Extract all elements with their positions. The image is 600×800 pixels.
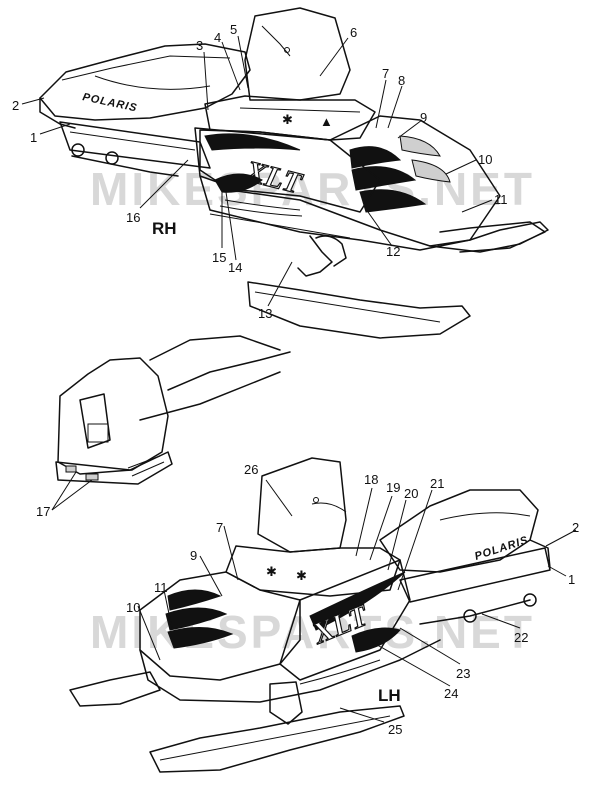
callout-6: 6	[350, 25, 357, 40]
svg-text:✱: ✱	[282, 112, 293, 127]
callout-16: 16	[126, 210, 140, 225]
callout-15: 15	[212, 250, 226, 265]
callout-7-top: 7	[382, 66, 389, 81]
callout-22: 22	[514, 630, 528, 645]
callout-10-top: 10	[478, 152, 492, 167]
callout-2-top: 2	[12, 98, 19, 113]
svg-text:✱: ✱	[266, 564, 277, 579]
callout-3: 3	[196, 38, 203, 53]
callout-11-bottom: 11	[154, 580, 168, 595]
rh-label: RH	[152, 219, 177, 238]
callout-24: 24	[444, 686, 458, 701]
callout-9-top: 9	[420, 110, 427, 125]
callout-25: 25	[388, 722, 402, 737]
callout-9-bottom: 9	[190, 548, 197, 563]
watermark-bottom: MIKESPARTS.NET	[90, 606, 535, 658]
callout-numbers: 1 2 3 4 5 6 7 8 9 10 11 12 13 14 15 16 1…	[12, 22, 579, 737]
seat-rear-detail-view	[55, 335, 291, 485]
callout-18: 18	[364, 472, 378, 487]
callout-19: 19	[386, 480, 400, 495]
callout-5: 5	[230, 22, 237, 37]
callout-23: 23	[456, 666, 470, 681]
watermark-top: MIKESPARTS.NET	[90, 163, 535, 215]
callout-20: 20	[404, 486, 418, 501]
polaris-logo-rear-right: POLARIS	[81, 91, 138, 114]
callout-21: 21	[430, 476, 444, 491]
leader-lines	[21, 35, 577, 723]
callout-14: 14	[228, 260, 242, 275]
lh-label: LH	[378, 686, 401, 705]
callout-2-bottom: 2	[572, 520, 579, 535]
callout-4: 4	[214, 30, 221, 45]
callout-8: 8	[398, 73, 405, 88]
callout-17: 17	[36, 504, 50, 519]
callout-7-bottom: 7	[216, 520, 223, 535]
callout-1-bottom: 1	[568, 572, 575, 587]
sled-right-side-view: POLARIS ✱ ▲ XLT	[39, 7, 549, 339]
callout-1-top: 1	[30, 130, 37, 145]
callout-11-top: 11	[494, 192, 508, 207]
svg-text:▲: ▲	[320, 114, 333, 129]
callout-13: 13	[258, 306, 272, 321]
callout-10-bottom: 10	[126, 600, 140, 615]
callout-12: 12	[386, 244, 400, 259]
svg-text:✱: ✱	[296, 568, 307, 583]
callout-26: 26	[244, 462, 258, 477]
